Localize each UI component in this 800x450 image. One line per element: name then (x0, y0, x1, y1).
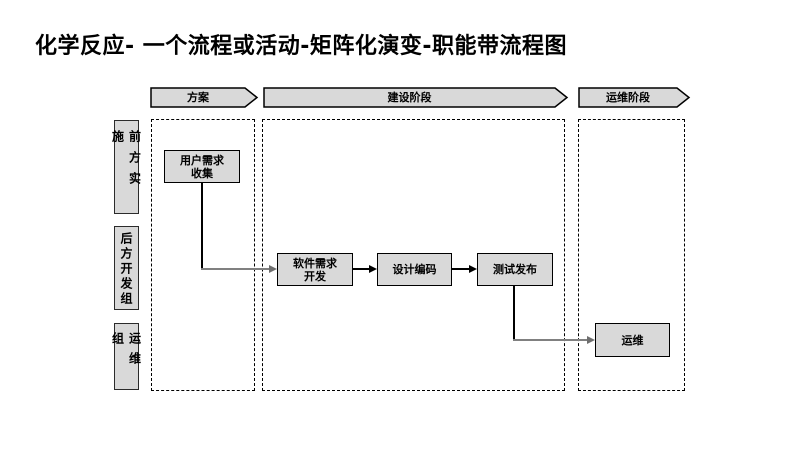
arrowhead-icon (269, 264, 277, 273)
right-arrow-banner-shape (578, 87, 691, 108)
phase-banner-build: 建设阶段 (263, 87, 569, 108)
lane-label-text: 前方实施 (110, 130, 142, 193)
connector-straight (353, 268, 371, 270)
phase-container-plan (151, 119, 255, 391)
phase-container-ops (578, 119, 685, 391)
connector-elbow-vertical (201, 183, 203, 269)
lane-label-ops-group: 运维组 (111, 323, 142, 390)
right-arrow-banner-shape (263, 87, 569, 108)
phase-banner-ops: 运维阶段 (578, 87, 691, 108)
phase-banner-label: 方案 (187, 91, 209, 104)
right-arrow-banner-shape (150, 87, 259, 108)
phase-banner-label: 建设阶段 (387, 91, 432, 104)
connector-elbow-vertical (513, 286, 515, 340)
right-arrow-banner-icon (578, 87, 691, 108)
connector-elbow-horizontal (201, 267, 270, 270)
phase-banner-label: 运维阶段 (606, 91, 650, 104)
right-arrow-banner-icon (150, 87, 259, 108)
node-test-release: 测试发布 (477, 253, 553, 286)
lane-label-backend-dev-group: 后方开发组 (114, 226, 139, 310)
connector-elbow-horizontal (513, 338, 588, 342)
phase-banner-plan: 方案 (150, 87, 259, 108)
node-design-coding: 设计编码 (377, 253, 452, 286)
node-user-requirements-collection: 用户需求 收集 (164, 150, 240, 183)
arrowhead-icon (587, 335, 595, 344)
right-arrow-banner-icon (263, 87, 569, 108)
page-title: 化学反应- 一个流程或活动-矩阵化演变-职能带流程图 (35, 34, 568, 59)
lane-label-text: 运维组 (110, 332, 142, 372)
lane-label-front-implementation: 前方实施 (111, 120, 142, 214)
lane-label-text: 后方开发组 (119, 232, 133, 307)
phase-container-build (262, 119, 565, 391)
node-software-requirements-dev: 软件需求 开发 (277, 253, 353, 286)
arrowhead-icon (469, 264, 477, 273)
arrowhead-icon (369, 264, 377, 273)
node-operations: 运维 (595, 323, 670, 357)
connector-straight (452, 268, 470, 270)
